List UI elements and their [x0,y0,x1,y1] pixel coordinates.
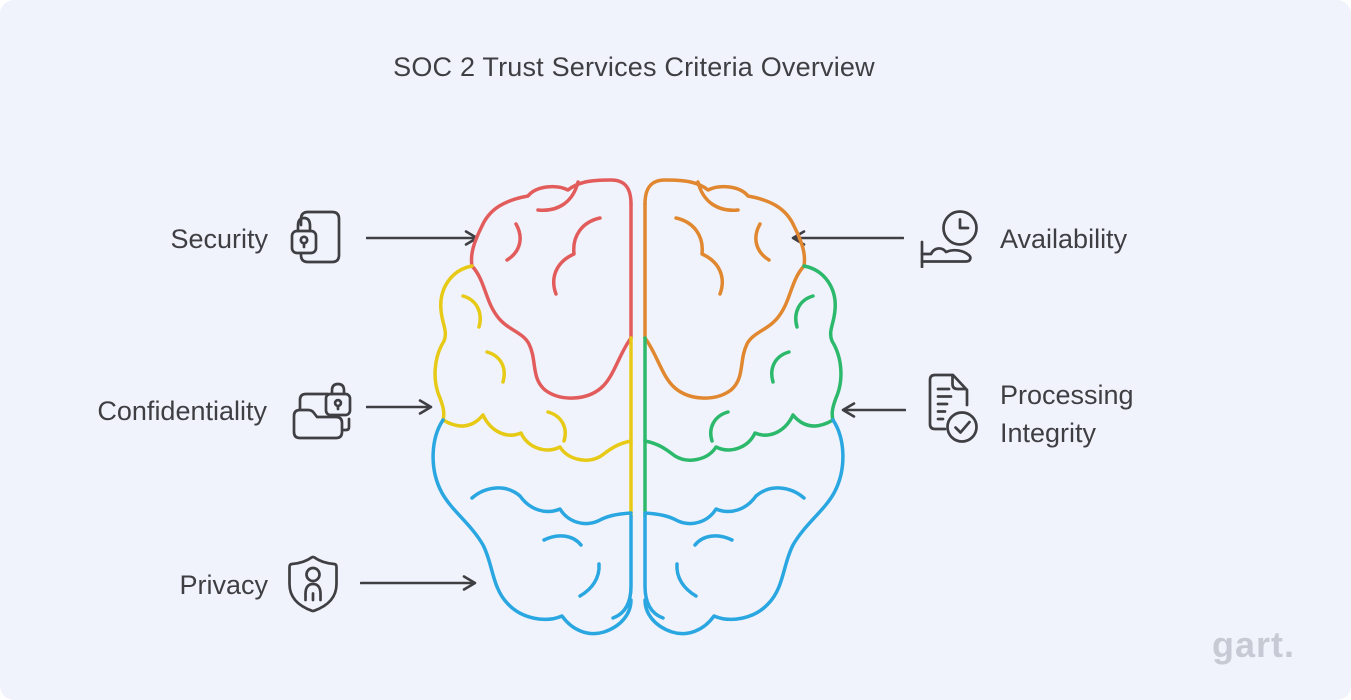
processing-integrity-label: Processing Integrity [1000,380,1134,448]
brain-left-hemisphere [433,180,631,634]
security-label: Security [170,224,268,254]
privacy-arrow-right-icon [360,574,482,592]
processing-integrity-arrow-left-icon [836,401,906,419]
processing-integrity-document-check-icon [917,369,983,445]
privacy-label: Privacy [179,570,268,600]
privacy-shield-person-icon [285,552,341,614]
brain-right-hemisphere [645,180,843,634]
diagram-title: SOC 2 Trust Services Criteria Overview [393,52,875,82]
confidentiality-label: Confidentiality [97,396,267,426]
confidentiality-arrow-right-icon [366,398,438,416]
brain-illustration [433,180,843,634]
security-document-lock-icon [289,204,347,270]
availability-clock-service-icon [915,204,979,268]
gart-logo: gart. [1212,624,1296,665]
confidentiality-folder-lock-icon [288,380,352,442]
availability-label: Availability [1000,224,1128,254]
